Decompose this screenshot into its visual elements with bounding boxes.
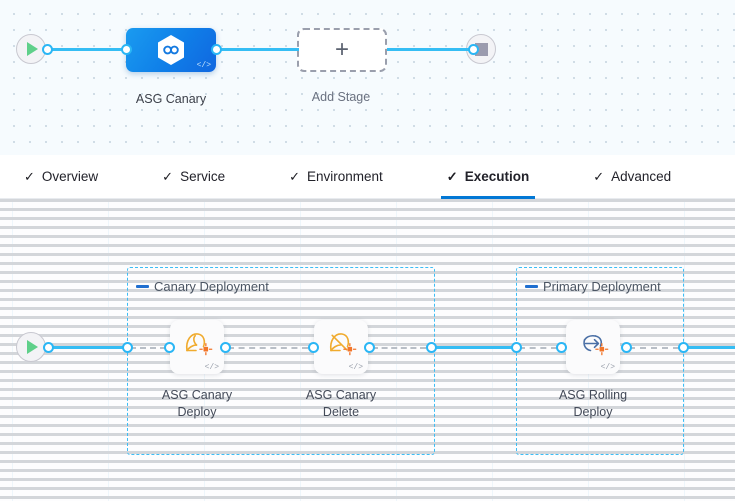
tab-service[interactable]: ✓ Service: [148, 155, 239, 199]
port-stage-in[interactable]: [121, 44, 132, 55]
connector-dashed-5: [629, 347, 679, 349]
port-step3-in[interactable]: [556, 342, 567, 353]
connector-start-to-canary-group: [48, 346, 130, 349]
pipeline-start-node[interactable]: [16, 34, 46, 64]
tab-overview[interactable]: ✓ Overview: [10, 155, 112, 199]
plus-icon: +: [334, 36, 349, 63]
collapse-icon[interactable]: [525, 285, 538, 288]
tab-execution-label: Execution: [464, 169, 530, 184]
stage-node-asg-canary[interactable]: </>: [126, 28, 216, 72]
group-label-canary-deployment[interactable]: Canary Deployment: [136, 279, 269, 294]
tab-environment-label: Environment: [307, 169, 383, 184]
tab-overview-label: Overview: [41, 169, 99, 184]
stage-label-asg-canary: ASG Canary: [135, 92, 207, 106]
tab-environment[interactable]: ✓ Environment: [275, 155, 397, 199]
code-badge-icon: </>: [196, 61, 211, 70]
port-primary-group-in[interactable]: [511, 342, 522, 353]
play-icon: [27, 42, 38, 56]
execution-start-node[interactable]: [16, 332, 46, 362]
play-icon: [27, 340, 38, 354]
port-stage-out[interactable]: [211, 44, 222, 55]
group-label-primary-deployment[interactable]: Primary Deployment: [525, 279, 661, 294]
connector-add-to-end: [387, 48, 473, 51]
harness-cd-hexagon-icon: [158, 35, 184, 65]
code-badge-icon: </>: [348, 363, 363, 372]
asg-rolling-deploy-icon: [576, 327, 610, 364]
port-step1-in[interactable]: [164, 342, 175, 353]
execution-canvas[interactable]: Canary Deployment: [0, 199, 735, 501]
port-canary-group-out[interactable]: [426, 342, 437, 353]
check-icon: ✓: [24, 169, 35, 184]
collapse-icon[interactable]: [136, 285, 149, 288]
tab-service-label: Service: [180, 169, 226, 184]
port-primary-group-out[interactable]: [678, 342, 689, 353]
port-step1-out[interactable]: [220, 342, 231, 353]
check-icon: ✓: [289, 169, 300, 184]
check-icon: ✓: [446, 169, 458, 184]
port-exec-start-out[interactable]: [43, 342, 54, 353]
port-step2-in[interactable]: [308, 342, 319, 353]
group-box-canary-deployment[interactable]: [127, 267, 435, 455]
asg-canary-deploy-icon: [180, 327, 214, 364]
connector-dashed-1: [130, 347, 166, 349]
add-stage-label: Add Stage: [311, 90, 371, 104]
stage-canvas[interactable]: </> ASG Canary + Add Stage: [0, 0, 735, 155]
asg-canary-delete-icon: [324, 327, 358, 364]
port-end-in[interactable]: [468, 44, 479, 55]
group-label-text: Primary Deployment: [543, 279, 661, 294]
connector-dashed-3: [372, 347, 426, 349]
connector-primary-out: [684, 346, 735, 349]
connector-start-to-stage: [48, 48, 128, 51]
connector-dashed-4: [519, 347, 557, 349]
code-badge-icon: </>: [600, 363, 615, 372]
group-box-primary-deployment[interactable]: [516, 267, 684, 455]
step-node-asg-rolling-deploy[interactable]: </>: [566, 320, 620, 374]
check-icon: ✓: [162, 169, 174, 184]
port-canary-group-in[interactable]: [122, 342, 133, 353]
port-step3-out[interactable]: [621, 342, 632, 353]
port-step2-out[interactable]: [364, 342, 375, 353]
tab-advanced-label: Advanced: [611, 169, 672, 184]
tab-execution[interactable]: ✓ Execution: [433, 155, 543, 199]
step-node-asg-canary-deploy[interactable]: </>: [170, 320, 224, 374]
connector-canary-to-primary: [432, 346, 516, 349]
connector-stage-to-add: [217, 48, 299, 51]
group-label-text: Canary Deployment: [154, 279, 269, 294]
step-node-asg-canary-delete[interactable]: </>: [314, 320, 368, 374]
stage-config-tabs: ✓ Overview ✓ Service ✓ Environment ✓ Exe…: [0, 155, 735, 199]
tab-advanced[interactable]: ✓ Advanced: [579, 155, 685, 199]
connector-dashed-2: [228, 347, 308, 349]
port-start-out[interactable]: [42, 44, 53, 55]
code-badge-icon: </>: [204, 363, 219, 372]
add-stage-button[interactable]: +: [297, 28, 387, 72]
check-icon: ✓: [593, 169, 605, 184]
